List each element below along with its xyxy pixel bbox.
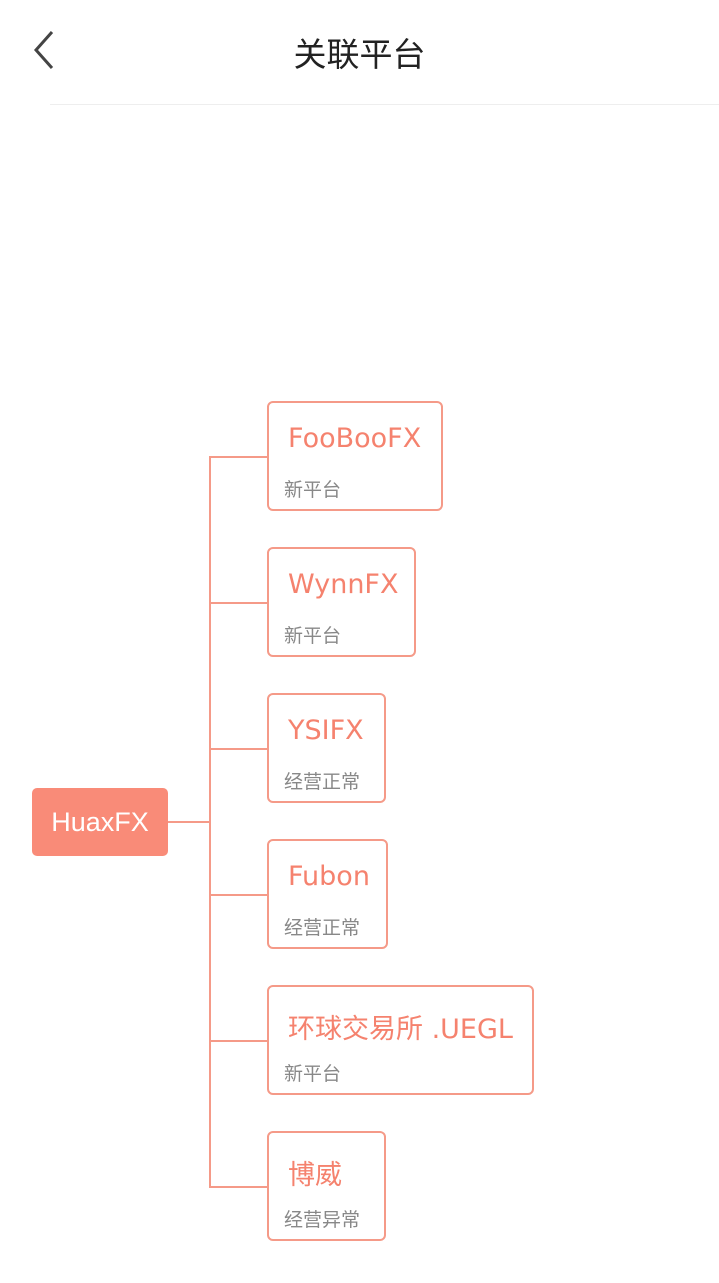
platform-status: 新平台 <box>284 479 342 501</box>
platform-name: FooBooFX <box>288 423 422 454</box>
platform-name: WynnFX <box>288 569 399 600</box>
root-platform-node[interactable]: HuaxFX <box>32 788 168 856</box>
platform-node[interactable]: WynnFX 新平台 <box>267 547 416 657</box>
platform-status: 经营异常 <box>284 1209 361 1231</box>
tree-trunk-line <box>209 456 211 1188</box>
root-connector <box>168 821 210 823</box>
platform-node[interactable]: FooBooFX 新平台 <box>267 401 443 511</box>
platform-status: 新平台 <box>284 1063 342 1085</box>
branch-connector <box>210 1186 267 1188</box>
branch-connector <box>210 894 267 896</box>
platform-name: Fubon <box>288 861 370 892</box>
platform-status: 经营正常 <box>284 917 361 939</box>
platform-name: YSIFX <box>288 715 364 746</box>
header: 关联平台 <box>0 0 719 104</box>
platform-status: 经营正常 <box>284 771 361 793</box>
platform-node[interactable]: 博威经营异常 <box>267 1131 386 1241</box>
platform-node[interactable]: Fubon 经营正常 <box>267 839 388 949</box>
chevron-left-icon <box>33 31 54 69</box>
branch-connector <box>210 1040 267 1042</box>
branch-connector <box>210 456 267 458</box>
back-button[interactable] <box>30 28 60 72</box>
platform-status: 新平台 <box>284 625 342 647</box>
platform-node[interactable]: YSIFX 经营正常 <box>267 693 386 803</box>
header-divider <box>50 104 719 105</box>
platform-node[interactable]: 环球交易所 .UEGL 新平台 <box>267 985 534 1095</box>
branch-connector <box>210 748 267 750</box>
branch-connector <box>210 602 267 604</box>
platform-name: 环球交易所 .UEGL <box>288 1014 513 1045</box>
page-title: 关联平台 <box>293 35 426 74</box>
platform-name: 博威 <box>288 1160 342 1191</box>
